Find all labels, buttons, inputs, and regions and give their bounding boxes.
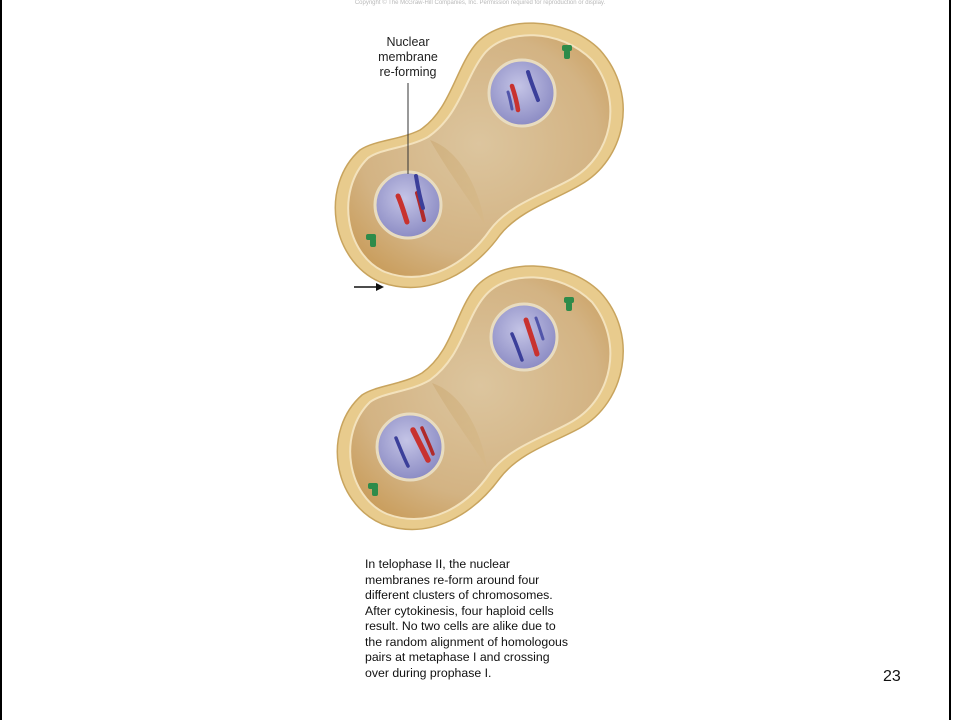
bottom-left-nucleus xyxy=(377,414,443,480)
bottom-right-nucleus xyxy=(491,304,557,370)
top-right-nucleus xyxy=(489,60,555,126)
label-line-2: membrane xyxy=(378,50,438,64)
top-left-nucleus xyxy=(375,172,441,238)
label-line-3: re-forming xyxy=(380,65,437,79)
slide-number: 23 xyxy=(883,668,901,686)
caption-text: In telophase II, the nuclear membranes r… xyxy=(365,557,575,681)
bottom-dividing-cell xyxy=(337,266,623,529)
bottom-cell-cytoplasm xyxy=(350,277,610,519)
label-line-1: Nuclear xyxy=(386,35,429,49)
arrow-right-icon xyxy=(354,283,384,291)
